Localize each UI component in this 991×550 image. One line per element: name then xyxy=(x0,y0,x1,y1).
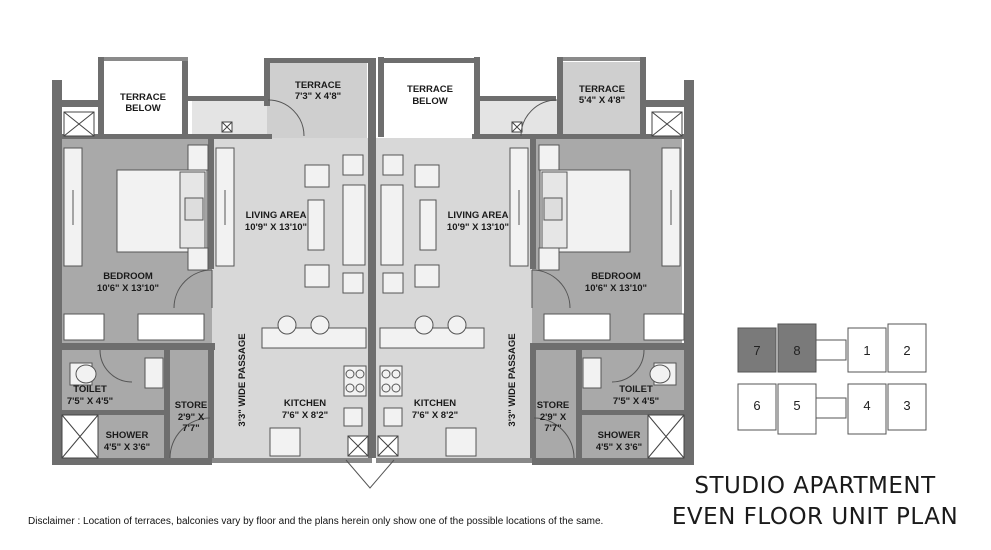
key-unit-5 xyxy=(777,383,817,435)
right-living-label: LIVING AREA xyxy=(448,210,509,221)
left-terrace-label: TERRACE xyxy=(295,80,341,91)
key-label-6: 6 xyxy=(753,398,760,413)
walls xyxy=(52,57,694,465)
right-kitchen-label: KITCHEN xyxy=(414,398,456,409)
plan-subtitle: EVEN FLOOR UNIT PLAN xyxy=(671,504,959,530)
left-terrace-below-label-2: BELOW xyxy=(125,103,160,114)
right-store-label: STORE xyxy=(537,400,570,411)
right-toilet-size: 7'5" X 4'5" xyxy=(613,396,659,407)
left-shower-size: 4'5" X 3'6" xyxy=(104,442,150,453)
key-plan xyxy=(737,323,927,435)
key-unit-2 xyxy=(887,323,927,373)
key-label-5: 5 xyxy=(793,398,800,413)
right-terrace-label: TERRACE xyxy=(579,84,625,95)
left-toilet-label: TOILET xyxy=(73,384,107,395)
left-bedroom-label: BEDROOM xyxy=(103,271,153,282)
key-unit-8 xyxy=(777,323,817,373)
key-unit-6 xyxy=(737,383,777,431)
shaft-ducts xyxy=(61,111,685,459)
right-store-size: 2'9" X xyxy=(540,412,567,423)
right-shower-size: 4'5" X 3'6" xyxy=(596,442,642,453)
disclaimer-text: Disclaimer : Location of terraces, balco… xyxy=(28,516,604,527)
left-kitchen-label: KITCHEN xyxy=(284,398,326,409)
right-shower-label: SHOWER xyxy=(598,430,641,441)
key-label-2: 2 xyxy=(903,343,910,358)
left-store-label: STORE xyxy=(175,400,208,411)
right-store-size-2: 7'7" xyxy=(544,423,561,434)
right-terrace-size: 5'4" X 4'8" xyxy=(579,95,625,106)
key-plan-labels: 7 8 1 2 6 5 4 3 xyxy=(753,343,910,413)
right-toilet-label: TOILET xyxy=(619,384,653,395)
furniture xyxy=(63,144,685,457)
left-living-size: 10'9" X 13'10" xyxy=(245,222,307,233)
right-bedroom-size: 10'6" X 13'10" xyxy=(585,283,647,294)
right-kitchen-size: 7'6" X 8'2" xyxy=(412,410,458,421)
left-store-size-2: 7'7" xyxy=(182,423,199,434)
left-living-label: LIVING AREA xyxy=(246,210,307,221)
right-passage-label: 3'3" WIDE PASSAGE xyxy=(507,333,518,426)
left-bedroom-size: 10'6" X 13'10" xyxy=(97,283,159,294)
key-label-3: 3 xyxy=(903,398,910,413)
left-store-size: 2'9" X xyxy=(178,412,205,423)
left-terrace-size: 7'3" X 4'8" xyxy=(295,91,341,102)
room-labels: TERRACE BELOW TERRACE 7'3" X 4'8" BEDROO… xyxy=(67,80,659,453)
key-label-1: 1 xyxy=(863,343,870,358)
left-terrace-below-label: TERRACE xyxy=(120,92,166,103)
key-label-7: 7 xyxy=(753,343,760,358)
key-label-8: 8 xyxy=(793,343,800,358)
right-living-size: 10'9" X 13'10" xyxy=(447,222,509,233)
left-shower-label: SHOWER xyxy=(106,430,149,441)
key-unit-7 xyxy=(737,327,777,373)
key-unit-4 xyxy=(847,383,887,435)
plan-title: STUDIO APARTMENT xyxy=(694,473,936,499)
right-bedroom-label: BEDROOM xyxy=(591,271,641,282)
key-unit-1 xyxy=(847,327,887,373)
door-swings xyxy=(99,99,645,489)
key-label-4: 4 xyxy=(863,398,870,413)
key-unit-3 xyxy=(887,383,927,431)
left-kitchen-size: 7'6" X 8'2" xyxy=(282,410,328,421)
left-toilet-size: 7'5" X 4'5" xyxy=(67,396,113,407)
right-terrace-below-label: TERRACE xyxy=(407,84,453,95)
left-passage-label: 3'3" WIDE PASSAGE xyxy=(237,333,248,426)
right-terrace-below-label-2: BELOW xyxy=(412,96,447,107)
